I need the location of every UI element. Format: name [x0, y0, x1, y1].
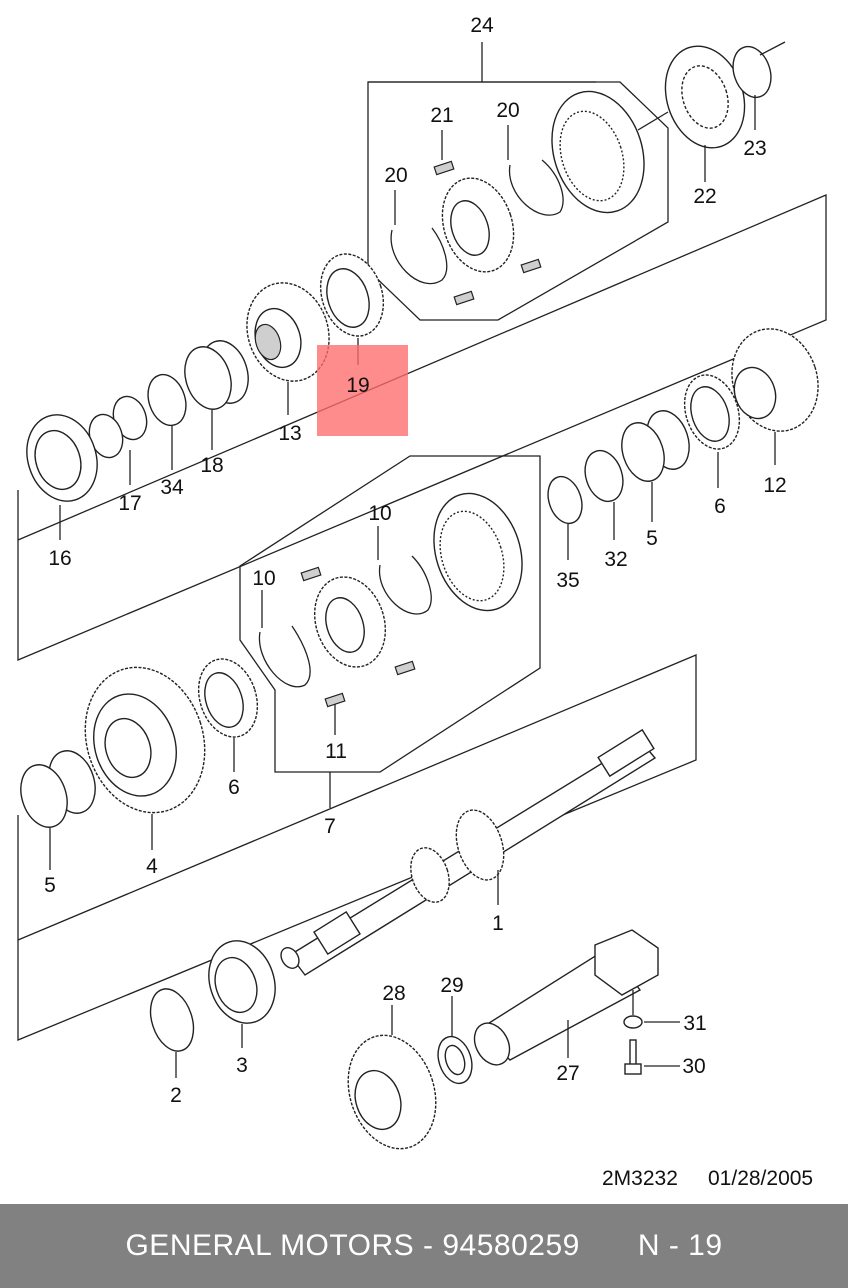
- part-12-gear: [731, 328, 819, 465]
- label-30: 30: [682, 1055, 705, 1078]
- label-29: 29: [440, 974, 463, 997]
- label-5b: 5: [44, 874, 56, 897]
- label-20b: 20: [384, 164, 407, 187]
- label-10a: 10: [368, 502, 391, 525]
- part-11-keys: [300, 566, 416, 735]
- part-27-countershaft: [473, 929, 659, 1066]
- label-35: 35: [556, 569, 579, 592]
- part-23-snap-ring: [732, 41, 786, 130]
- label-6a: 6: [714, 495, 726, 518]
- label-24: 24: [470, 14, 494, 37]
- part-6-synchro-ring-lower: [197, 658, 259, 772]
- part-2-ring: [149, 988, 195, 1078]
- part-35-snap-ring: [547, 475, 583, 560]
- label-12: 12: [763, 474, 786, 497]
- drawing-date: 01/28/2005: [708, 1167, 813, 1190]
- part-34-ring: [147, 373, 187, 470]
- part-1-main-shaft: [280, 728, 657, 976]
- label-23: 23: [743, 137, 766, 160]
- footer-brand-part-number: GENERAL MOTORS - 94580259: [125, 1229, 580, 1262]
- part-31-washer: [623, 990, 680, 1029]
- part-18-needle-bearing: [184, 340, 249, 450]
- footer-bar: GENERAL MOTORS - 94580259 N - 19: [0, 1204, 848, 1288]
- part-22-sleeve: [664, 45, 746, 182]
- part-7-sync-sleeve: [433, 492, 523, 612]
- part-28-gear: [347, 1005, 437, 1150]
- label-31: 31: [683, 1012, 706, 1035]
- lower-assembly-frame: [17, 654, 697, 1041]
- label-19: 19: [346, 374, 369, 397]
- part-10-spring-b: [378, 555, 432, 615]
- part-6-synchro-ring-upper: [683, 374, 741, 488]
- upper-assembly-frame: [17, 194, 827, 661]
- label-5a: 5: [646, 527, 658, 550]
- part-20-spring-b: [508, 159, 564, 216]
- exploded-parts-diagram: 24 21 20 20 23 22 19 13 18 34 17 16 12 6…: [17, 14, 827, 1190]
- label-21: 21: [430, 104, 453, 127]
- label-6b: 6: [228, 776, 240, 799]
- callout-labels: 24 21 20 20 23 22 19 13 18 34 17 16 12 6…: [44, 14, 787, 1107]
- label-27: 27: [556, 1062, 579, 1085]
- label-4: 4: [146, 855, 158, 878]
- part-30-bolt: [624, 1039, 680, 1075]
- part-13-gear: [246, 282, 330, 415]
- part-29-washer: [437, 996, 473, 1085]
- part-3-ball-bearing: [208, 940, 276, 1048]
- label-7: 7: [324, 815, 336, 838]
- label-28: 28: [382, 982, 405, 1005]
- part-24-sync-sleeve: [551, 90, 669, 214]
- label-10b: 10: [252, 567, 275, 590]
- label-34: 34: [160, 476, 184, 499]
- label-18: 18: [200, 454, 223, 477]
- group-7-frame: [239, 455, 541, 773]
- label-16: 16: [48, 547, 71, 570]
- part-10-spring-a: [258, 625, 311, 688]
- drawing-reference: 2M3232 01/28/2005: [602, 1167, 813, 1190]
- label-20a: 20: [496, 99, 519, 122]
- part-17-spacer: [88, 395, 148, 485]
- part-21-keys: [433, 130, 542, 306]
- label-1: 1: [492, 912, 504, 935]
- footer-position-code: N - 19: [637, 1229, 723, 1262]
- part-7-sync-hub: [313, 576, 387, 668]
- label-22: 22: [693, 185, 716, 208]
- part-16-ball-bearing: [26, 414, 98, 540]
- label-17: 17: [118, 492, 141, 515]
- part-4-gear: [84, 666, 206, 850]
- drawing-code: 2M3232: [602, 1167, 678, 1190]
- part-sync-hub: [441, 177, 515, 273]
- label-32: 32: [604, 548, 627, 571]
- part-20-spring-a: [390, 227, 448, 285]
- label-2: 2: [170, 1084, 182, 1107]
- label-11: 11: [325, 740, 347, 763]
- part-32-ring: [584, 449, 624, 540]
- part-5-needle-bearing-upper: [621, 410, 690, 522]
- label-13: 13: [278, 422, 301, 445]
- label-3: 3: [236, 1054, 248, 1077]
- part-5-needle-bearing-lower: [20, 750, 96, 870]
- highlighted-part-marker: [317, 345, 408, 436]
